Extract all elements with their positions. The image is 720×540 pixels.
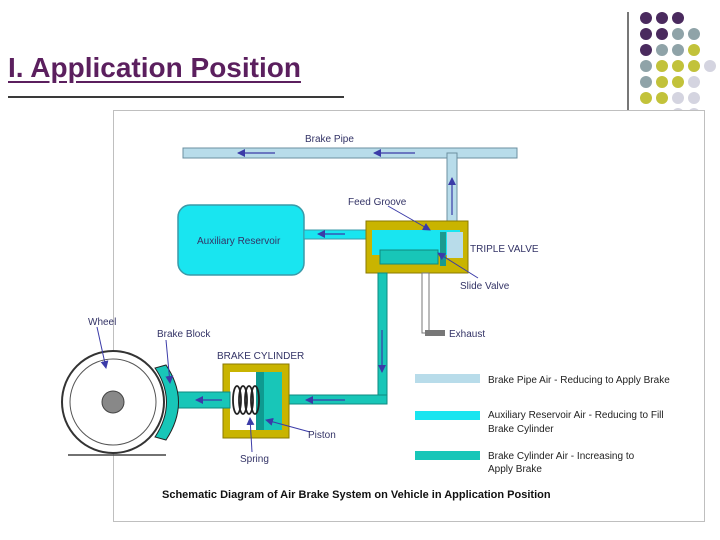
- label-spring: Spring: [240, 454, 269, 465]
- spring-coil: [244, 385, 254, 415]
- decor-dot: [704, 60, 716, 72]
- decor-dot: [672, 44, 684, 56]
- spring-coil: [232, 385, 242, 415]
- label-brake-pipe: Brake Pipe: [305, 134, 354, 145]
- label-auxiliary-reservoir: Auxiliary Reservoir: [197, 236, 281, 247]
- decor-dot: [688, 76, 700, 88]
- piston-leader: [265, 417, 311, 433]
- label-exhaust: Exhaust: [449, 329, 485, 340]
- brake-cylinder-piston: [256, 372, 264, 430]
- label-brake-block: Brake Block: [157, 329, 211, 340]
- legend-text-brake-pipe-air: Brake Pipe Air - Reducing to Apply Brake: [488, 375, 670, 386]
- decor-dot: [672, 92, 684, 104]
- legend: Brake Pipe Air - Reducing to Apply Brake…: [415, 374, 670, 475]
- flow-arrows: [195, 149, 456, 404]
- legend-text-cylinder-air-1: Brake Cylinder Air - Increasing to: [488, 451, 635, 462]
- slide-valve-leader: [437, 252, 479, 279]
- legend-text-reservoir-air-1: Auxiliary Reservoir Air - Reducing to Fi…: [488, 410, 664, 421]
- legend-swatch-brake-pipe-air: [415, 374, 480, 383]
- label-slide-valve: Slide Valve: [460, 281, 510, 292]
- legend-swatch-reservoir-air: [415, 411, 480, 420]
- diagram-caption: Schematic Diagram of Air Brake System on…: [162, 489, 551, 501]
- decor-dot: [656, 76, 668, 88]
- decor-dot: [640, 60, 652, 72]
- label-feed-groove: Feed Groove: [348, 197, 407, 208]
- brake-block-leader: [165, 339, 174, 384]
- decor-dot: [656, 92, 668, 104]
- decor-dot: [656, 44, 668, 56]
- label-wheel: Wheel: [88, 317, 116, 328]
- decor-dot: [640, 44, 652, 56]
- label-brake-cylinder: BRAKE CYLINDER: [217, 351, 304, 362]
- decor-dot: [656, 60, 668, 72]
- decor-dot: [672, 60, 684, 72]
- decor-dot: [672, 28, 684, 40]
- brake-cylinder-air: [262, 372, 282, 430]
- decor-dot: [656, 12, 668, 24]
- decor-dot: [688, 60, 700, 72]
- leader-lines: [96, 205, 479, 453]
- decor-dot: [640, 28, 652, 40]
- auxiliary-reservoir: [177, 204, 305, 276]
- slide-valve: [379, 249, 439, 265]
- feed-groove-leader: [387, 205, 431, 231]
- spring: [232, 385, 260, 415]
- legend-text-cylinder-air-2: Apply Brake: [488, 464, 542, 475]
- spring-leader: [246, 417, 255, 453]
- decor-dot: [640, 92, 652, 104]
- spring-coil: [250, 385, 260, 415]
- label-piston: Piston: [308, 430, 336, 441]
- decor-dot: [640, 76, 652, 88]
- spring-coil: [238, 385, 248, 415]
- decor-vertical-rule: [627, 12, 629, 110]
- title-underline-rule: [8, 96, 344, 98]
- diagram-frame: [113, 110, 705, 522]
- wheel-rim: [69, 358, 157, 446]
- brake-pipe: [182, 147, 518, 159]
- wheel-leader: [96, 326, 109, 369]
- triple-valve-piston: [440, 232, 446, 266]
- label-triple-valve: TRIPLE VALVE: [470, 244, 539, 255]
- wheel-hub: [101, 390, 125, 414]
- slide-title: I. Application Position: [8, 52, 301, 83]
- decor-dot: [656, 28, 668, 40]
- exhaust-pipe: [421, 272, 430, 334]
- triple-valve-brake-pipe-port: [447, 232, 463, 258]
- decor-dot: [688, 44, 700, 56]
- legend-swatch-cylinder-air: [415, 451, 480, 460]
- decor-dot: [672, 12, 684, 24]
- legend-text-reservoir-air-2: Brake Cylinder: [488, 424, 554, 435]
- decor-dot: [688, 92, 700, 104]
- decor-dot: [640, 12, 652, 24]
- decor-dot: [688, 28, 700, 40]
- decor-dot: [672, 76, 684, 88]
